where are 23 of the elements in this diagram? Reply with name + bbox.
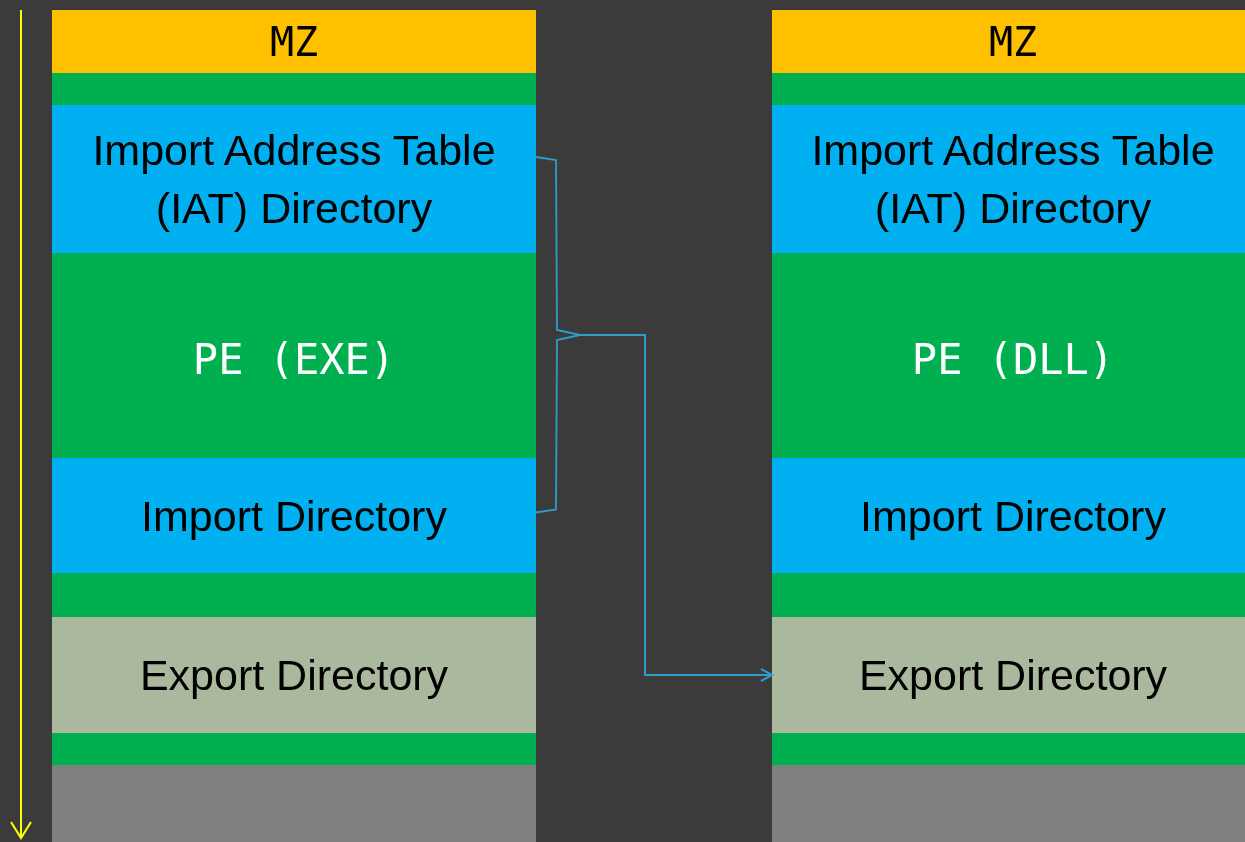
header-band xyxy=(772,10,1245,73)
directory-band xyxy=(772,617,1245,733)
section-label: MZ xyxy=(269,17,319,67)
header-band xyxy=(52,10,536,73)
directory-label: Import Directory xyxy=(140,490,448,542)
directory-label: Import Address Table (IAT) Directory xyxy=(810,125,1216,234)
directory-band xyxy=(772,105,1245,253)
section-label: PE (EXE) xyxy=(191,334,397,386)
directory-band xyxy=(52,458,536,573)
directory-band xyxy=(52,105,536,253)
memory-bar xyxy=(52,765,536,842)
directory-label: Export Directory xyxy=(138,650,450,701)
section-label: MZ xyxy=(988,17,1038,67)
section-label: PE (DLL) xyxy=(910,334,1116,386)
directory-label: Export Directory xyxy=(857,650,1169,701)
directory-band xyxy=(52,617,536,733)
section-band xyxy=(772,73,1245,765)
directory-label: Import Address Table (IAT) Directory xyxy=(91,125,497,234)
directory-label: Import Directory xyxy=(859,490,1167,542)
directory-band xyxy=(772,458,1245,573)
arrow xyxy=(535,334,773,682)
section-band xyxy=(52,73,536,765)
memory-bar xyxy=(772,765,1245,842)
